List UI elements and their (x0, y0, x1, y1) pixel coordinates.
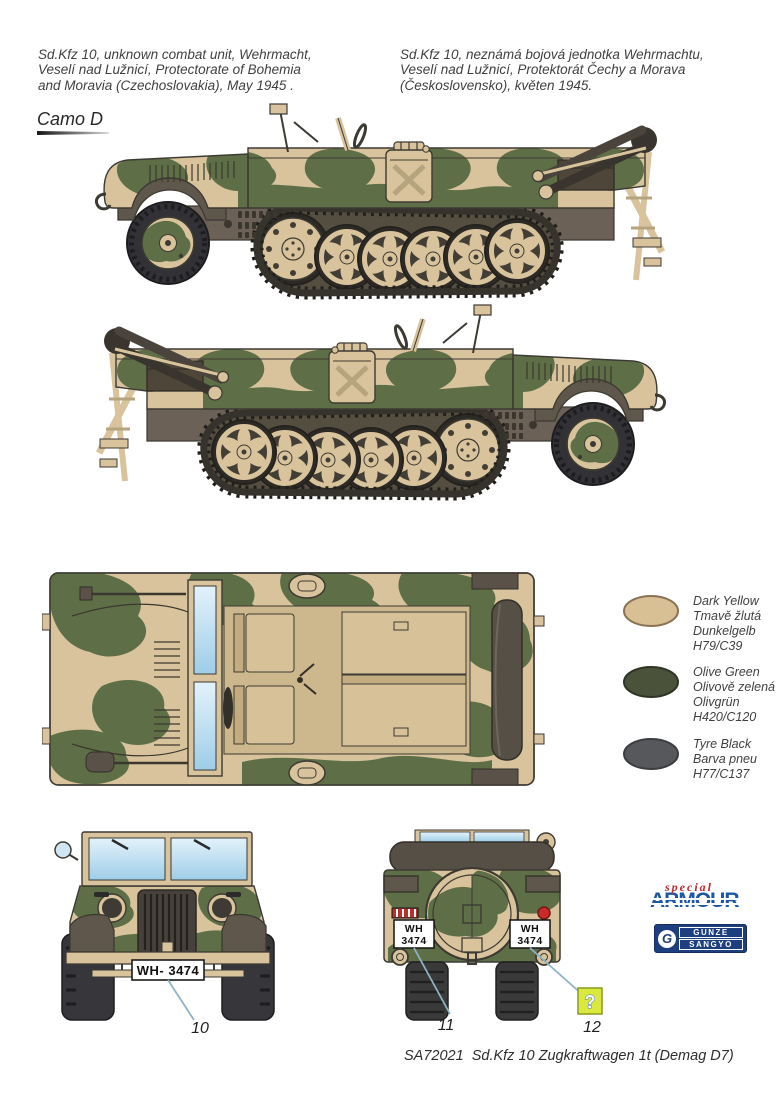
svg-text:WH: WH (405, 923, 424, 935)
gunze-g-icon: G (658, 929, 676, 948)
camo-variant-text: Camo D (37, 109, 104, 129)
caption-czech-line1: Sd.Kfz 10, neznámá bojová jednotka Wehrm… (400, 46, 704, 62)
unknown-decal-swatch (577, 987, 603, 1015)
pioneer-tools (79, 586, 190, 773)
olive-green-swatch-icon (623, 666, 679, 698)
paint-name-en: Tyre Black (693, 737, 752, 751)
svg-text:10: 10 (191, 1020, 209, 1037)
legend-row-tyre-black: Tyre Black Barva pneu H77/C137 (621, 737, 757, 782)
rear-tracks (405, 961, 539, 1021)
hood-louvers-top (154, 641, 180, 746)
paint-name-cs: Tmavě žlutá (693, 609, 762, 623)
paint-code: H420/C120 (693, 710, 757, 724)
headlight-right (207, 893, 237, 923)
tail-light (537, 906, 551, 920)
caption-english: Sd.Kfz 10, unknown combat unit, Wehrmach… (38, 47, 368, 94)
front-bumper-top (42, 613, 51, 745)
rear-hatches (391, 948, 553, 966)
seat-back-left (233, 613, 245, 673)
rear-mudguards-top (471, 572, 519, 786)
seat-left (245, 613, 295, 673)
front-view: WH- 3474 10 (54, 831, 275, 1037)
special-armour-logo: ARMOUR special (650, 880, 754, 917)
front-fenders (69, 913, 267, 953)
svg-text:WH- 3474: WH- 3474 (137, 963, 200, 978)
rear-plate-left: WH 3474 (393, 919, 435, 949)
camo-variant-label: Camo D (37, 109, 109, 135)
radiator-grille (137, 889, 197, 957)
paint-name-cs: Barva pneu (693, 752, 757, 766)
gear-levers (299, 663, 317, 695)
bed-panel-right (341, 683, 467, 747)
caption-english-line3: and Moravia (Czechoslovakia), May 1945 . (38, 77, 294, 93)
wipers (111, 838, 211, 851)
special-script: special (665, 880, 713, 894)
svg-text:?: ? (585, 992, 596, 1012)
entry-steps (288, 573, 326, 786)
tarp-roll-top (491, 599, 523, 761)
callout-12: ? 12 (529, 947, 603, 1036)
dark-yellow-swatch-icon (623, 595, 679, 627)
legend-row-olive-green: Olive Green Olivově zelená Olivgrün H420… (621, 665, 775, 725)
caption-english-line1: Sd.Kfz 10, unknown combat unit, Wehrmach… (38, 46, 312, 62)
gunze-word-top: GUNZE (679, 927, 743, 938)
paint-name-de: Olivgrün (693, 695, 740, 709)
front-license-plate: WH- 3474 (131, 959, 205, 981)
spare-wheel (425, 867, 519, 961)
bed-panel-left (341, 611, 467, 675)
steering-wheel-top (223, 687, 233, 729)
rear-plate-right: WH 3474 (509, 919, 551, 949)
rear-hooks-top (533, 615, 545, 745)
rear-view: WH 3474 WH 3474 11 (383, 829, 603, 1036)
svg-text:3474: 3474 (517, 935, 542, 947)
caption-english-line2: Veselí nad Lužnicí, Protectorate of Bohe… (38, 62, 301, 78)
rear-mudguards (383, 875, 561, 893)
svg-text:3474: 3474 (401, 935, 426, 947)
gunze-word-bottom: SANGYO (679, 939, 743, 950)
reflector-strip (391, 907, 419, 919)
seat-right (245, 685, 295, 745)
tyre-black-swatch-icon (623, 738, 679, 770)
windshield-top (187, 579, 223, 777)
paint-name-cs: Olivově zelená (693, 680, 775, 694)
paint-code: H77/C137 (693, 767, 750, 781)
svg-text:11: 11 (438, 1017, 455, 1034)
svg-text:WH: WH (521, 923, 540, 935)
tow-coupling (461, 937, 483, 965)
windshield-rear-sliver (414, 829, 530, 845)
paint-name-en: Dark Yellow (693, 594, 759, 608)
windshield-front (81, 831, 253, 887)
side-view-right-profile (88, 303, 673, 503)
armour-stripe (650, 898, 742, 900)
armour-stripe (650, 903, 742, 905)
caption-czech-line2: Veselí nad Lužnicí, Protektorát Čechy a … (400, 62, 686, 78)
callout-11: 11 (413, 947, 455, 1034)
top-view (42, 572, 545, 786)
armour-wordmark: ARMOUR (650, 889, 739, 912)
marker-lights (94, 892, 241, 897)
kit-title-caption: SA72021 Sd.Kfz 10 Zugkraftwagen 1t (Dema… (404, 1048, 734, 1064)
seat-back-right (233, 685, 245, 745)
camo-label-underline (37, 131, 109, 135)
paint-code: H79/C39 (693, 639, 743, 653)
side-view-left-profile (88, 102, 673, 302)
callout-10: 10 (167, 979, 209, 1037)
paint-name-en: Olive Green (693, 665, 760, 679)
rear-view-mirror (54, 841, 79, 861)
gunze-sangyo-logo: G GUNZE SANGYO (654, 924, 747, 953)
caption-czech-line3: (Československo), květen 1945. (400, 77, 593, 93)
caption-czech: Sd.Kfz 10, neznámá bojová jednotka Wehrm… (400, 47, 750, 94)
legend-row-dark-yellow: Dark Yellow Tmavě žlutá Dunkelgelb H79/C… (621, 594, 761, 654)
svg-text:12: 12 (583, 1019, 601, 1036)
cargo-bed (341, 611, 467, 747)
paint-name-de: Dunkelgelb (693, 624, 756, 638)
bed-center-spine (341, 674, 467, 685)
